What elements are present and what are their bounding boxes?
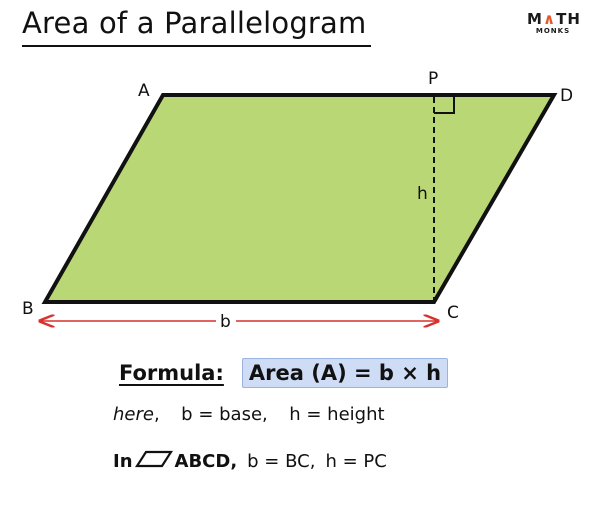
here-word: here [113,404,154,425]
right-angle-marker [434,97,455,114]
mathmonks-logo: M∧TH MONKS [527,10,581,35]
page-title: Area of a Parallelogram [22,6,367,40]
example-shape-name: ABCD, [174,451,238,472]
vertex-label-b: B [22,299,34,319]
vertex-label-c: C [447,303,459,323]
title-underline [22,45,371,47]
vertex-label-d: D [560,86,573,106]
formula-label: Formula: [119,361,224,385]
base-label-bg [216,311,236,331]
base-definition: b = base [181,404,263,425]
example-height-equation: h = PC [325,451,387,472]
logo-subtext: MONKS [535,27,571,35]
variable-legend: here, b = base, h = height [113,404,385,425]
height-definition: h = height [289,404,385,425]
example-row: In ABCD, b = BC, h = PC [113,450,387,473]
vertex-label-p: P [428,69,438,89]
parallelogram-shape [41,93,558,304]
formula-expression: Area (A) = b × h [241,358,449,388]
height-label: h [417,184,428,204]
formula-row: Formula: Area (A) = b × h [119,358,449,388]
legend-comma: , [153,404,160,425]
example-base-equation: b = BC, [247,451,316,472]
parallelogram-icon [134,450,173,473]
legend-comma-2: , [262,404,268,425]
example-prefix: In [113,451,133,472]
base-label: b [220,312,231,332]
logo-wordmark: M∧TH [527,10,581,28]
vertex-label-a: A [138,81,150,101]
